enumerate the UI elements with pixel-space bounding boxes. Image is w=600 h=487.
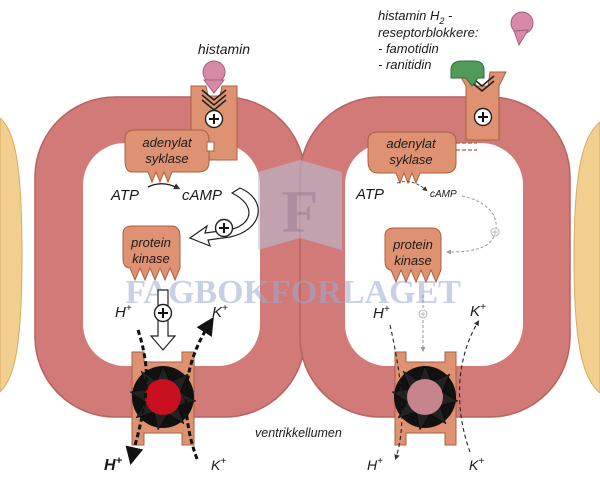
left-enzyme-label-line1: adenylat [142,135,193,150]
right-camp-label: cAMP [430,189,457,200]
left-pump-core-active [145,379,181,415]
blocker-title: histamin H2 - [378,8,453,26]
right-atp-label: ATP [355,186,384,203]
right-h-lumen-label: H+ [367,456,383,473]
right-free-histamine [511,12,533,45]
histamine-label: histamin [198,41,250,57]
watermark-letter: F [282,179,319,245]
left-proton-pump [130,352,196,445]
left-enzyme-label-line2: syklase [145,151,188,166]
left-camp-label: cAMP [182,187,222,204]
lumen-label: ventrikkellumen [255,426,342,440]
right-kinase-label-line1: protein [392,237,433,252]
blocker-line2: reseptorblokkere: [378,25,479,40]
blocker-item-famotidin: - famotidin [378,41,439,56]
right-enzyme-label-line1: adenylat [386,136,437,151]
right-k-lumen-label: K+ [469,456,484,473]
side-tissue-left [0,118,22,392]
right-enzyme-label-line2: syklase [389,152,432,167]
left-atp-label: ATP [110,187,139,204]
left-h-lumen-label: H+ [104,455,123,474]
left-kinase-label-line1: protein [130,235,171,250]
right-proton-pump [392,352,458,445]
right-kinase-label-line2: kinase [394,253,432,268]
left-kinase-label-line2: kinase [132,251,170,266]
left-k-lumen-label: K+ [211,456,226,473]
blocker-item-ranitidin: - ranitidin [378,57,431,72]
side-tissue-right [574,122,600,393]
right-pump-core-blocked [407,379,443,415]
